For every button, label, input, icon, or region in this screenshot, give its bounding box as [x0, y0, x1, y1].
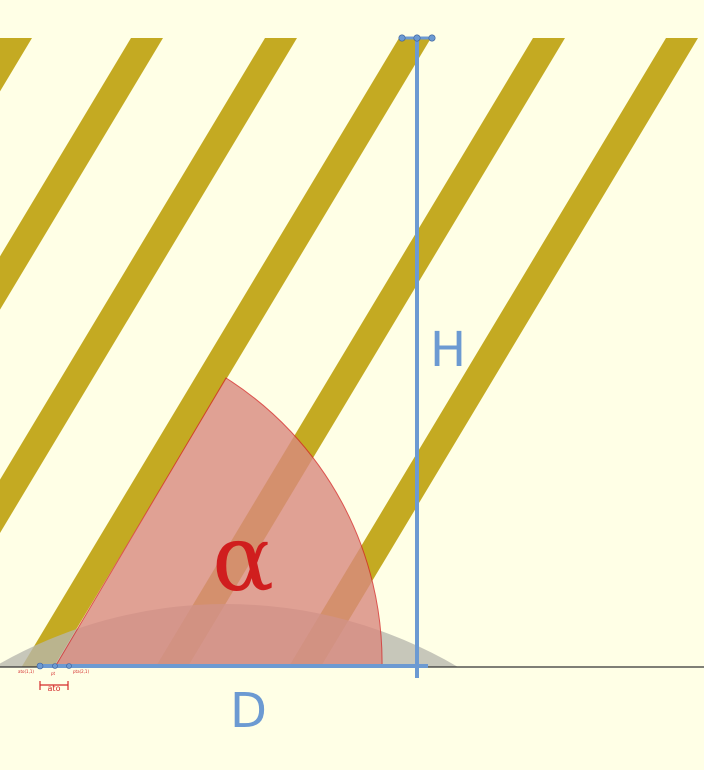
top-left-handle[interactable] [398, 34, 406, 42]
bracket-label: ato [48, 684, 61, 693]
angle-label: α [212, 505, 274, 612]
tiny-label-right: pta(2,1) [73, 669, 89, 674]
base-left-handle[interactable] [36, 662, 44, 670]
top-right-handle[interactable] [428, 34, 436, 42]
light-ray-stripe [0, 38, 163, 310]
light-ray-stripe [0, 38, 297, 533]
distance-label: D [230, 683, 267, 739]
base-right-handle[interactable] [66, 663, 72, 669]
angle-sector [54, 377, 383, 668]
light-ray-stripe [21, 38, 431, 667]
light-ray-stripe [0, 38, 32, 92]
base-mid-handle[interactable] [52, 663, 58, 669]
height-label: H [430, 322, 466, 378]
tiny-label-mid: pt [51, 671, 56, 676]
tiny-label-left: ato(1,1) [18, 669, 34, 674]
red-bracket [39, 681, 69, 690]
top-center-handle[interactable] [413, 34, 421, 42]
light-ray-stripe [288, 38, 698, 667]
